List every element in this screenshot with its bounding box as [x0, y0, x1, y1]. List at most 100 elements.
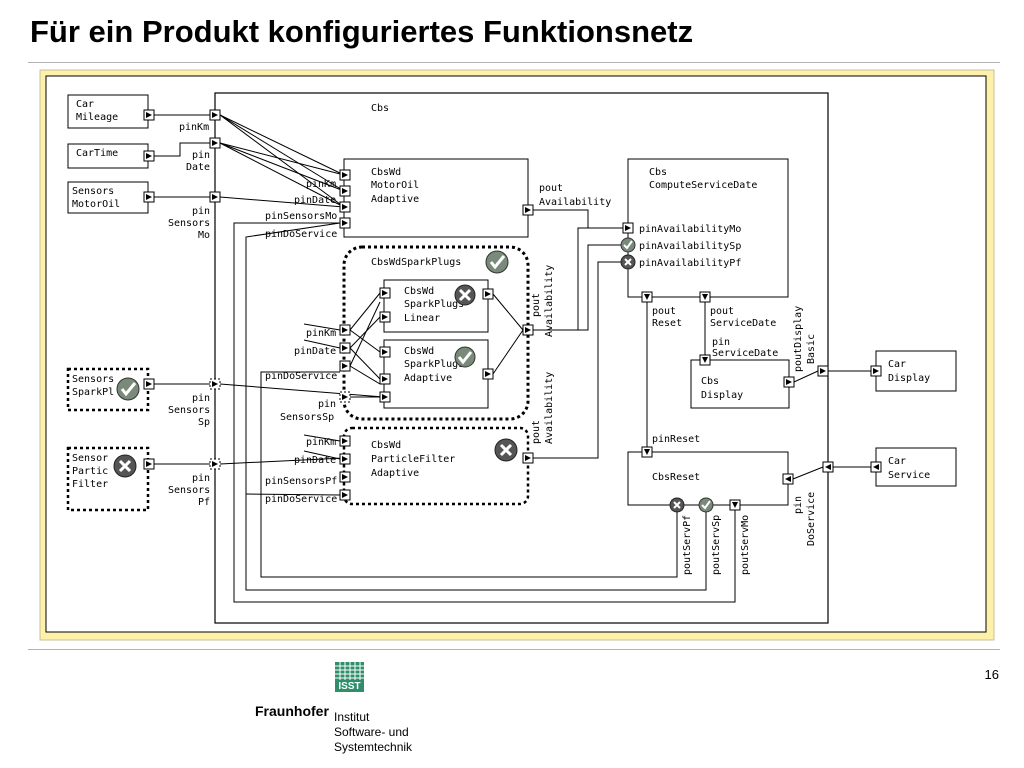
cbs-display-block: Cbs Display	[690, 354, 795, 409]
slide-title: Für ein Produkt konfiguriertes Funktions…	[30, 14, 694, 49]
svg-text:pinKm: pinKm	[306, 437, 336, 448]
svg-text:pin: pin	[793, 496, 804, 514]
svg-text:pinKm: pinKm	[306, 179, 336, 190]
svg-text:pin: pin	[192, 393, 210, 404]
svg-text:pin: pin	[192, 473, 210, 484]
svg-text:Sensors: Sensors	[168, 405, 210, 416]
svg-text:poutServPf: poutServPf	[682, 515, 693, 575]
cbs-container	[214, 92, 829, 624]
svg-text:pin: pin	[192, 206, 210, 217]
svg-text:Availability: Availability	[544, 372, 555, 444]
cross-icon	[113, 454, 137, 478]
svg-text:Adaptive: Adaptive	[404, 373, 452, 384]
svg-text:DoService: DoService	[806, 492, 817, 546]
svg-text:CbsWd: CbsWd	[404, 286, 434, 297]
svg-text:pinSensorsMo: pinSensorsMo	[265, 211, 337, 222]
slide-number: 16	[984, 667, 999, 682]
svg-text:CbsWd: CbsWd	[371, 440, 401, 451]
diagram-panel: Cbs Car Mileage CarTime Sensors MotorOil…	[28, 62, 1000, 650]
check-icon	[116, 377, 140, 401]
svg-text:pout: pout	[710, 306, 734, 317]
svg-text:Sensors: Sensors	[168, 218, 210, 229]
cross-icon	[620, 254, 636, 270]
cross-icon	[669, 497, 685, 513]
sensors-motoroil-box: Sensors MotorOil	[67, 181, 155, 214]
car-service-box: Car Service	[822, 447, 957, 487]
svg-text:Mo: Mo	[198, 230, 210, 241]
car-mileage-box: Car Mileage	[67, 94, 155, 129]
svg-text:Service: Service	[888, 470, 930, 481]
particlefilter-block: CbsWd ParticleFilter Adaptive	[339, 426, 534, 506]
svg-text:Adaptive: Adaptive	[371, 194, 419, 205]
svg-text:Availability: Availability	[539, 197, 611, 208]
svg-text:MotorOil: MotorOil	[371, 180, 419, 191]
svg-text:poutServSp: poutServSp	[711, 515, 722, 575]
cross-icon	[454, 284, 476, 306]
svg-text:SparkPlugs: SparkPlugs	[404, 299, 464, 310]
svg-text:pout: pout	[652, 306, 676, 317]
cbs-container-label: Cbs	[371, 103, 389, 114]
sensors-particle-box: Sensor Partic Filter	[66, 446, 155, 512]
svg-text:Cbs: Cbs	[701, 376, 719, 387]
svg-text:CarTime: CarTime	[76, 148, 118, 159]
svg-text:ISST: ISST	[338, 681, 360, 692]
fraunhofer-brand: Fraunhofer	[255, 703, 329, 719]
svg-text:Linear: Linear	[404, 313, 440, 324]
svg-text:poutServMo: poutServMo	[740, 515, 751, 575]
cross-icon	[494, 438, 518, 462]
svg-text:Cbs: Cbs	[649, 167, 667, 178]
svg-text:Filter: Filter	[72, 479, 108, 490]
svg-text:pin: pin	[192, 150, 210, 161]
svg-text:pin: pin	[318, 399, 336, 410]
sparkplugs-group: CbsWdSparkPlugs CbsWd SparkPlugs Linear …	[339, 245, 534, 421]
function-net-diagram: Cbs Car Mileage CarTime Sensors MotorOil…	[28, 62, 1000, 650]
svg-text:ServiceDate: ServiceDate	[712, 348, 778, 359]
svg-text:ServiceDate: ServiceDate	[710, 318, 776, 329]
svg-text:Adaptive: Adaptive	[371, 468, 419, 479]
svg-text:pinReset: pinReset	[652, 434, 700, 445]
svg-text:pinSensorsPf: pinSensorsPf	[265, 476, 337, 487]
svg-text:CbsWd: CbsWd	[371, 167, 401, 178]
check-icon	[454, 346, 476, 368]
svg-text:CbsWd: CbsWd	[404, 346, 434, 357]
svg-text:Display: Display	[701, 390, 743, 401]
svg-text:pinAvailabilityMo: pinAvailabilityMo	[639, 224, 741, 235]
svg-text:Mileage: Mileage	[76, 112, 118, 123]
svg-text:Sp: Sp	[198, 417, 210, 428]
svg-text:pinKm: pinKm	[306, 328, 336, 339]
svg-text:ParticleFilter: ParticleFilter	[371, 454, 455, 465]
svg-text:SparkPl: SparkPl	[72, 387, 114, 398]
compute-service-date-block: Cbs ComputeServiceDate	[622, 158, 789, 303]
institute-name: Institut Software- und Systemtechnik	[334, 710, 413, 754]
svg-text:pinDoService: pinDoService	[265, 371, 337, 382]
svg-text:Car: Car	[76, 99, 94, 110]
input-wires	[154, 114, 384, 465]
svg-text:pout: pout	[539, 183, 563, 194]
svg-text:pinDate: pinDate	[294, 195, 336, 206]
svg-text:pinDoService: pinDoService	[265, 494, 337, 505]
motoroil-block: CbsWd MotorOil Adaptive	[339, 158, 534, 238]
svg-text:pout: pout	[531, 420, 542, 444]
svg-text:Car: Car	[888, 359, 906, 370]
isst-logo-icon: ISST	[335, 662, 364, 692]
svg-text:Reset: Reset	[652, 318, 682, 329]
svg-text:Availability: Availability	[544, 265, 555, 337]
svg-text:pinDate: pinDate	[294, 455, 336, 466]
svg-text:pout: pout	[531, 293, 542, 317]
svg-text:ComputeServiceDate: ComputeServiceDate	[649, 180, 757, 191]
svg-text:pinDate: pinDate	[294, 346, 336, 357]
svg-text:Sensor: Sensor	[72, 453, 108, 464]
check-icon	[620, 237, 636, 253]
svg-text:pinAvailabilityPf: pinAvailabilityPf	[639, 258, 741, 269]
sparkplugs-wires	[303, 292, 524, 398]
svg-text:Sensors: Sensors	[72, 374, 114, 385]
svg-text:poutDisplay: poutDisplay	[793, 306, 804, 372]
fraunhofer-logo: ISST Fraunhofer Institut Software- und S…	[255, 662, 455, 762]
svg-text:CbsReset: CbsReset	[652, 472, 700, 483]
svg-text:Basic: Basic	[806, 334, 817, 364]
internal-wires	[233, 209, 871, 603]
svg-text:pinAvailabilitySp: pinAvailabilitySp	[639, 241, 741, 252]
check-icon	[698, 497, 714, 513]
check-icon	[485, 250, 509, 274]
car-time-box: CarTime	[67, 143, 155, 169]
